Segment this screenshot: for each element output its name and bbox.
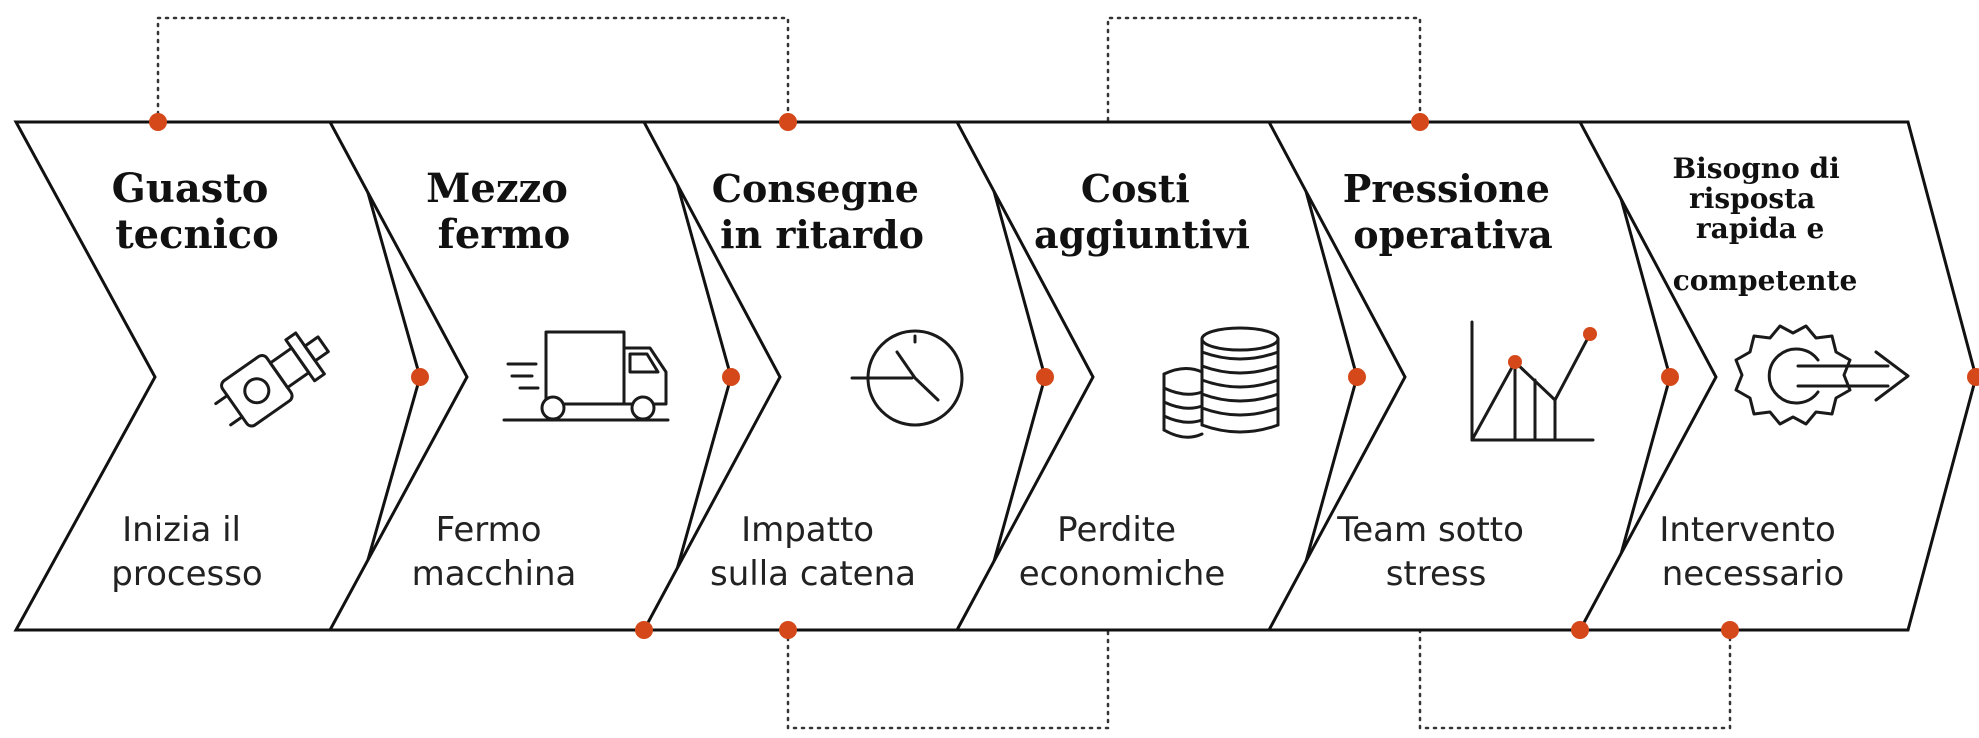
- step-1-title: Guasto tecnico: [112, 165, 283, 258]
- step-2-desc: Fermo macchina: [412, 510, 577, 594]
- connector-bottom-5-6: [1418, 628, 1732, 730]
- engine-part-icon: [214, 331, 330, 428]
- dot-bottom-6b: [1721, 621, 1739, 639]
- step-2-title-line-1: Mezzo: [426, 165, 568, 212]
- step-5-title-line-2: operativa: [1353, 212, 1552, 257]
- step-4-desc: Perdite economiche: [1019, 510, 1226, 594]
- step-4-desc-line-1: Perdite: [1057, 510, 1176, 550]
- step-5-title-line-1: Pressione: [1343, 166, 1550, 211]
- dot-top-5: [1411, 113, 1429, 131]
- step-6-title-line-4: competente: [1673, 264, 1858, 297]
- step-4-title: Costi aggiuntivi: [1034, 166, 1250, 257]
- step-6-title-line-3: rapida e: [1696, 212, 1824, 245]
- connector-bottom-3-4: [786, 628, 1110, 730]
- accent-dots: [149, 113, 1979, 639]
- coins-icon: [1162, 326, 1280, 439]
- dot-top-3: [779, 113, 797, 131]
- step-1-title-line-1: Guasto: [112, 165, 269, 212]
- step-1-title-line-2: tecnico: [115, 211, 279, 258]
- dot-bottom-6a: [1571, 621, 1589, 639]
- dot-top-1: [149, 113, 167, 131]
- chart-dot-1: [1508, 355, 1522, 369]
- dot-bottom-3b: [779, 621, 797, 639]
- chevron-step-6: [1577, 120, 1978, 632]
- step-4-title-line-1: Costi: [1081, 166, 1190, 211]
- step-4-desc-line-2: economiche: [1019, 554, 1226, 594]
- step-1-desc-line-2: processo: [111, 554, 262, 594]
- step-4-title-line-2: aggiuntivi: [1034, 212, 1250, 257]
- dot-tip-4: [1036, 368, 1054, 386]
- step-5-desc: Team sotto stress: [1336, 510, 1534, 594]
- dot-tip-end: [1967, 368, 1979, 386]
- step-3-title-line-2: in ritardo: [720, 212, 924, 257]
- dot-tip-5: [1348, 368, 1366, 386]
- step-1-desc-line-1: Inizia il: [122, 510, 241, 550]
- step-5-desc-line-1: Team sotto: [1336, 510, 1524, 550]
- step-6-title: Bisogno di risposta rapida e competente: [1672, 152, 1857, 297]
- clock-icon: [850, 329, 964, 427]
- step-6-desc-line-1: Intervento: [1659, 510, 1836, 550]
- step-3-desc: Impatto sulla catena: [710, 510, 916, 594]
- step-3-title-line-1: Consegne: [712, 166, 919, 211]
- truck-icon: [502, 330, 670, 422]
- dot-tip-2: [411, 368, 429, 386]
- dot-bottom-3a: [635, 621, 653, 639]
- chart-icon: [1470, 320, 1595, 442]
- dot-tip-6: [1661, 368, 1679, 386]
- step-5-desc-line-2: stress: [1386, 554, 1487, 594]
- step-2-desc-line-1: Fermo: [436, 510, 542, 550]
- chart-dot-2: [1583, 327, 1597, 341]
- step-1-desc: Inizia il processo: [111, 510, 262, 594]
- step-6-title-line-2: risposta: [1689, 182, 1815, 215]
- connector-top-4-5: [1106, 16, 1422, 124]
- step-3-title: Consegne in ritardo: [712, 166, 932, 257]
- step-titles: Guasto tecnico Mezzo fermo Consegne in r…: [112, 152, 1858, 297]
- dot-tip-3: [722, 368, 740, 386]
- step-6-desc: Intervento necessario: [1659, 510, 1846, 594]
- connector-top-1-3: [156, 16, 790, 124]
- gear-arrow-icon: [1734, 324, 1910, 426]
- step-3-desc-line-1: Impatto: [741, 510, 874, 550]
- step-descriptions: Inizia il processo Fermo macchina Impatt…: [111, 510, 1846, 594]
- step-2-desc-line-2: macchina: [412, 554, 577, 594]
- step-2-title-line-2: fermo: [438, 211, 571, 258]
- step-3-desc-line-2: sulla catena: [710, 554, 916, 594]
- step-6-title-line-1: Bisogno di: [1672, 152, 1839, 185]
- step-2-title: Mezzo fermo: [426, 165, 582, 258]
- step-5-title: Pressione operativa: [1343, 166, 1563, 257]
- step-6-desc-line-2: necessario: [1662, 554, 1845, 594]
